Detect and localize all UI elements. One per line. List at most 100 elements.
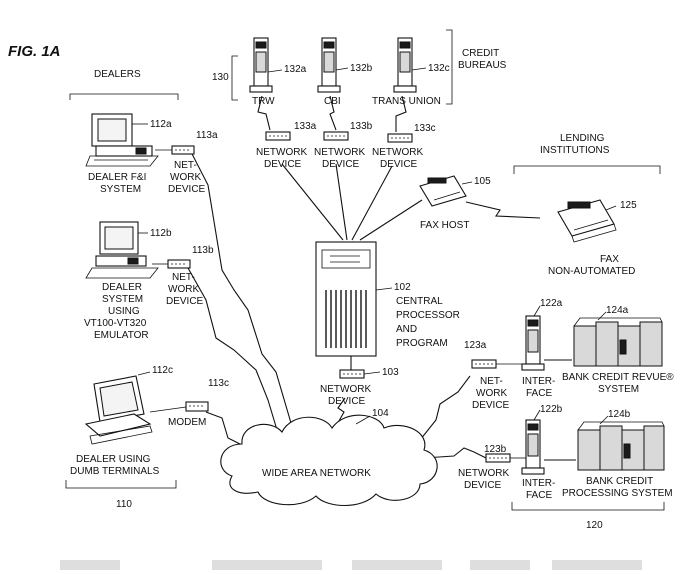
lending-group: LENDING INSTITUTIONS 105 FAX HOST 125 FA… xyxy=(420,133,660,277)
figure-label: FIG. 1A xyxy=(8,43,61,60)
device-123a-label-1: NET- xyxy=(480,376,503,387)
device-123a-ref: 123a xyxy=(464,340,487,351)
fax-label-2: NON-AUTOMATED xyxy=(548,266,635,277)
device-123b-ref: 123b xyxy=(484,444,507,455)
dumb-terminal-label-1: DEALER USING xyxy=(76,454,151,465)
trans-union-name: TRANS UNION xyxy=(372,96,441,107)
cropped-text-fragments xyxy=(60,560,642,570)
trw-ref: 132a xyxy=(284,64,307,75)
trw-name: TRW xyxy=(252,96,275,107)
fax-host-ref: 105 xyxy=(474,176,491,187)
fax-machine-icon xyxy=(558,200,616,242)
device-133c-label-1: NETWORK xyxy=(372,147,423,158)
dealers-group: DEALERS 112a DEALER F&I SYSTEM 113a NET-… xyxy=(66,69,229,510)
network-device-113a-icon xyxy=(172,146,194,154)
central-ref: 102 xyxy=(394,282,411,293)
interface-122b-icon xyxy=(522,420,544,474)
dealer-fi-label-1: DEALER F&I xyxy=(88,172,146,183)
network-device-123a-icon xyxy=(472,360,496,368)
dumb-terminal-ref: 112c xyxy=(152,365,173,376)
fax-label-1: FAX xyxy=(600,254,619,265)
interface-122a-ref: 122a xyxy=(540,298,563,309)
device-113b-label-2: WORK xyxy=(168,284,199,295)
bureaus-group-ref: 130 xyxy=(212,72,229,83)
bank-revue-ref: 124a xyxy=(606,305,629,316)
wan-cloud xyxy=(221,415,437,505)
fax-ref: 125 xyxy=(620,200,637,211)
lending-label-2: INSTITUTIONS xyxy=(540,145,610,156)
bank-revue-label-1: BANK CREDIT REVUE® xyxy=(562,372,674,383)
central-label-3: AND xyxy=(396,324,417,335)
fax-host-icon xyxy=(420,176,466,206)
device-123b-label-2: DEVICE xyxy=(464,480,502,491)
network-device-123b-icon xyxy=(486,454,510,462)
modem-113c-icon xyxy=(186,402,208,411)
dealer-emulator-ref: 112b xyxy=(150,228,172,239)
device-133b-label-1: NETWORK xyxy=(314,147,365,158)
central-processor-icon xyxy=(316,242,376,356)
dealer-fi-computer-icon xyxy=(86,114,158,166)
bank-processing-ref: 124b xyxy=(608,409,631,420)
modem-113c-label: MODEM xyxy=(168,417,206,428)
lending-label-1: LENDING xyxy=(560,133,605,144)
bank-revue-label-2: SYSTEM xyxy=(598,384,639,395)
network-device-133c-icon xyxy=(388,134,412,142)
central-processor-group: 102 CENTRAL PROCESSOR AND PROGRAM 103 NE… xyxy=(316,242,460,407)
interface-122a-label-2: FACE xyxy=(526,388,552,399)
dealer-emulator-label-1: DEALER xyxy=(102,282,142,293)
cbi-ref: 132b xyxy=(350,63,373,74)
banks-group-ref: 120 xyxy=(586,520,603,531)
network-device-133b-icon xyxy=(324,132,348,140)
bank-processing-system-icon xyxy=(578,422,664,470)
device-133c-ref: 133c xyxy=(414,123,436,134)
device-113a-label-3: DEVICE xyxy=(168,184,206,195)
device-123a-label-3: DEVICE xyxy=(472,400,510,411)
bank-processing-label-1: BANK CREDIT xyxy=(586,476,653,487)
trans-union-ref: 132c xyxy=(428,63,450,74)
bank-revue-system-icon xyxy=(574,318,662,366)
dumb-terminal-icon xyxy=(86,376,152,444)
bureaus-label-1: CREDIT xyxy=(462,48,499,59)
wan-group: WIDE AREA NETWORK 104 xyxy=(221,408,437,506)
device-113b-label-1: NET- xyxy=(172,272,195,283)
device-113b-label-3: DEVICE xyxy=(166,296,204,307)
device-133b-ref: 133b xyxy=(350,121,373,132)
dealer-emulator-label-5: EMULATOR xyxy=(94,330,149,341)
interface-122b-label-2: FACE xyxy=(526,490,552,501)
device-113a-label-2: WORK xyxy=(170,172,201,183)
device-113b-ref: 113b xyxy=(192,245,214,256)
central-label-2: PROCESSOR xyxy=(396,310,460,321)
interface-122a-icon xyxy=(522,316,544,370)
device-103-ref: 103 xyxy=(382,367,399,378)
device-103-label-2: DEVICE xyxy=(328,396,366,407)
wan-ref: 104 xyxy=(372,408,389,419)
network-device-113b-icon xyxy=(168,260,190,268)
interface-122a-label-1: INTER- xyxy=(522,376,555,387)
credit-bureaus-group: 130 CREDIT BUREAUS 132a TRW 132b CBI xyxy=(212,30,507,170)
device-133c-label-2: DEVICE xyxy=(380,159,418,170)
dealer-emulator-label-2: SYSTEM xyxy=(102,294,143,305)
device-103-label-1: NETWORK xyxy=(320,384,371,395)
dealer-emulator-label-3: USING xyxy=(108,306,140,317)
wan-label: WIDE AREA NETWORK xyxy=(262,468,371,479)
cbi-server-icon xyxy=(318,38,340,92)
device-133a-ref: 133a xyxy=(294,121,317,132)
device-123a-label-2: WORK xyxy=(476,388,507,399)
network-device-103-icon xyxy=(340,370,364,378)
device-133a-label-1: NETWORK xyxy=(256,147,307,158)
central-label-1: CENTRAL xyxy=(396,296,443,307)
bank-processing-label-2: PROCESSING SYSTEM xyxy=(562,488,673,499)
dealer-fi-ref: 112a xyxy=(150,119,172,130)
interface-122b-label-1: INTER- xyxy=(522,478,555,489)
bureaus-label-2: BUREAUS xyxy=(458,60,507,71)
device-133b-label-2: DEVICE xyxy=(322,159,360,170)
dealers-header: DEALERS xyxy=(94,69,141,80)
banks-group: 123a NET- WORK DEVICE 122a INTER- FACE 1… xyxy=(458,298,674,531)
device-133a-label-2: DEVICE xyxy=(264,159,302,170)
central-label-4: PROGRAM xyxy=(396,338,448,349)
trw-server-icon xyxy=(250,38,272,92)
dealers-group-ref: 110 xyxy=(116,499,132,510)
device-113a-ref: 113a xyxy=(196,130,218,141)
trans-union-server-icon xyxy=(394,38,416,92)
